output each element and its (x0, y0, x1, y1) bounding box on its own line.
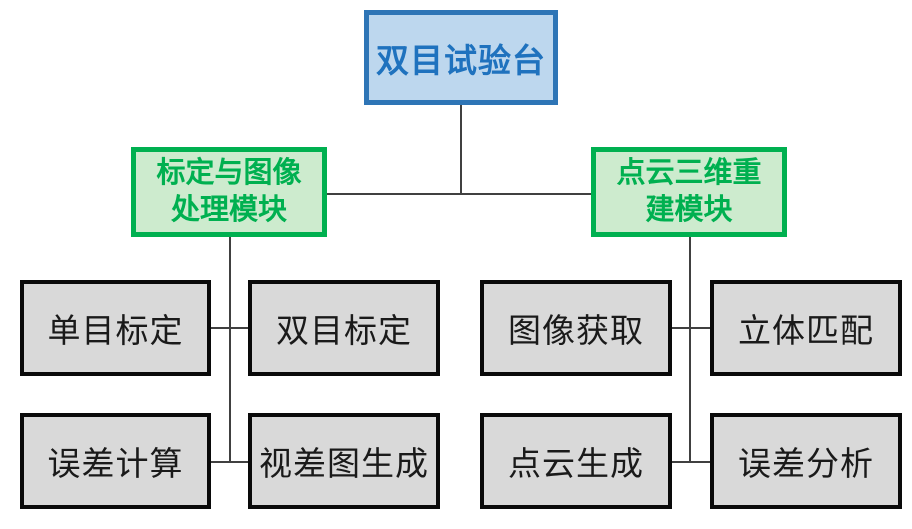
node-binocular-test-bench: 双目试验台 (364, 10, 558, 105)
connector-row2-right (672, 461, 710, 463)
node-disparity-map-generation: 视差图生成 (248, 413, 440, 509)
module-label-line2: 处理模块 (170, 194, 287, 226)
connector-row1-right (672, 327, 710, 329)
node-calibration-image-processing-module: 标定与图像 处理模块 (131, 147, 327, 237)
node-error-analysis: 误差分析 (710, 413, 902, 509)
connector-module-bus (326, 193, 593, 195)
connector-root-vertical (460, 105, 462, 194)
module-label-line1: 标定与图像 (156, 157, 302, 189)
connector-right-module-trunk (689, 236, 691, 463)
node-pointcloud-3d-reconstruction-module: 点云三维重 建模块 (591, 147, 787, 237)
connector-row1-left (211, 327, 248, 329)
module-label-line1: 点云三维重 (616, 157, 762, 189)
node-pointcloud-generation: 点云生成 (480, 413, 672, 509)
node-stereo-matching: 立体匹配 (710, 280, 902, 376)
node-binocular-calibration: 双目标定 (248, 280, 440, 376)
node-error-calculation: 误差计算 (20, 413, 211, 509)
node-image-acquisition: 图像获取 (480, 280, 672, 376)
node-monocular-calibration: 单目标定 (20, 280, 211, 376)
module-label-line2: 建模块 (645, 194, 733, 226)
connector-left-module-trunk (229, 236, 231, 463)
connector-row2-left (211, 461, 248, 463)
